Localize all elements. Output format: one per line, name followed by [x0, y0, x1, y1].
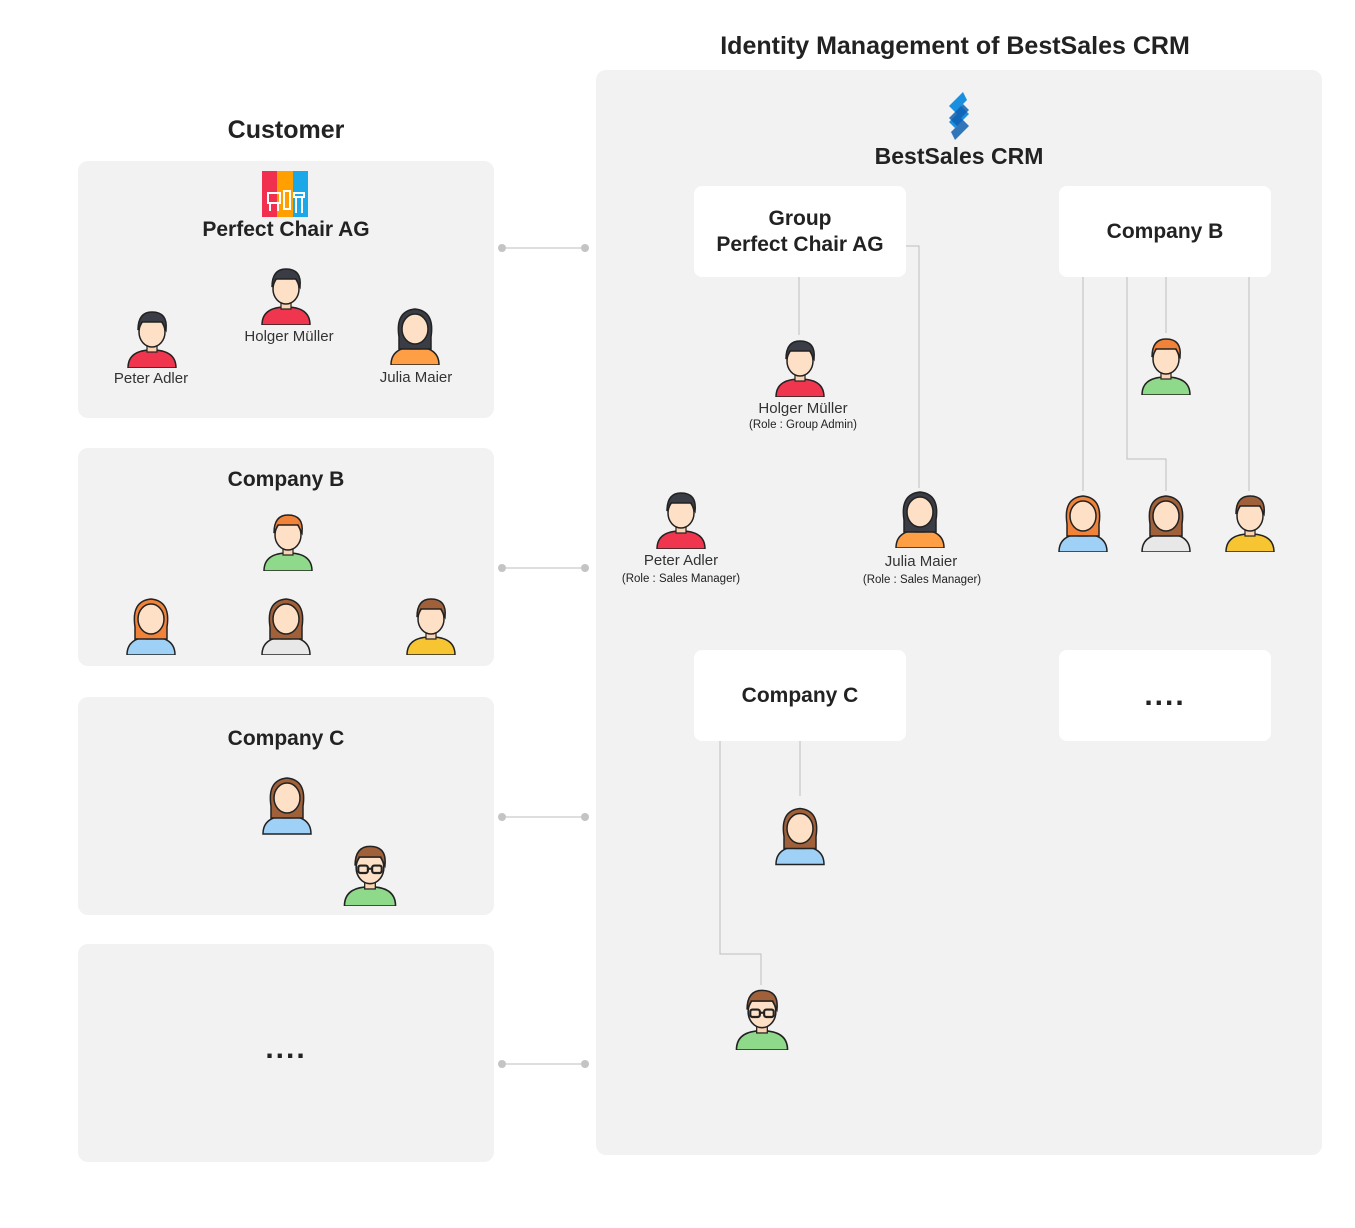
- avatar-user: [770, 800, 830, 867]
- avatar-peter-adler: [122, 306, 182, 369]
- crm-more-card[interactable]: ....: [1059, 650, 1271, 741]
- avatar-user: [401, 593, 461, 656]
- avatar-user: [258, 509, 318, 572]
- crm-name: BestSales CRM: [874, 143, 1044, 169]
- group-name: Perfect Chair AG: [202, 218, 370, 241]
- card-label: Group: [768, 206, 832, 230]
- diagram-title: Identity Management of BestSales CRM: [720, 32, 1190, 60]
- avatar-user: [1136, 490, 1196, 553]
- customer-perfect-chair-box: Perfect Chair AG Holger Müller Peter Adl…: [78, 161, 494, 418]
- avatar-user: [729, 984, 795, 1051]
- user-name: Julia Maier: [884, 553, 958, 570]
- user-role: (Role : Sales Manager): [862, 574, 982, 586]
- avatar-user: [256, 593, 316, 656]
- avatar-julia-maier: [890, 486, 950, 549]
- avatar-holger-mueller: [256, 263, 316, 326]
- avatar-julia-maier: [385, 303, 445, 366]
- member-name: Julia Maier: [379, 369, 453, 386]
- member-name: Peter Adler: [113, 370, 189, 387]
- group-name: Company B: [227, 468, 345, 491]
- customer-company-c-box: Company C: [78, 697, 494, 915]
- avatar-user: [1136, 333, 1196, 396]
- avatar-peter-adler: [651, 487, 711, 550]
- avatar-user: [257, 770, 317, 836]
- user-name: Peter Adler: [643, 552, 719, 569]
- bestsales-logo-icon: [949, 92, 969, 140]
- crm-company-c-card[interactable]: Company C: [694, 650, 906, 741]
- group-name: Company C: [227, 727, 345, 750]
- avatar-holger-mueller: [770, 335, 830, 398]
- crm-company-b-card[interactable]: Company B: [1059, 186, 1271, 277]
- member-name: Holger Müller: [244, 328, 334, 345]
- card-label: Perfect Chair AG: [716, 232, 884, 256]
- perfect-chair-logo: [262, 171, 308, 217]
- customer-company-b-box: Company B: [78, 448, 494, 666]
- avatar-user: [1220, 490, 1280, 553]
- user-role: (Role : Group Admin): [748, 419, 857, 431]
- user-name: Holger Müller: [758, 400, 848, 417]
- avatar-user: [121, 593, 181, 656]
- user-role: (Role : Sales Manager): [621, 573, 741, 585]
- avatar-user: [1053, 490, 1113, 553]
- avatar-user: [337, 840, 403, 907]
- customer-heading: Customer: [227, 116, 345, 144]
- customer-more-box: ....: [78, 944, 494, 1162]
